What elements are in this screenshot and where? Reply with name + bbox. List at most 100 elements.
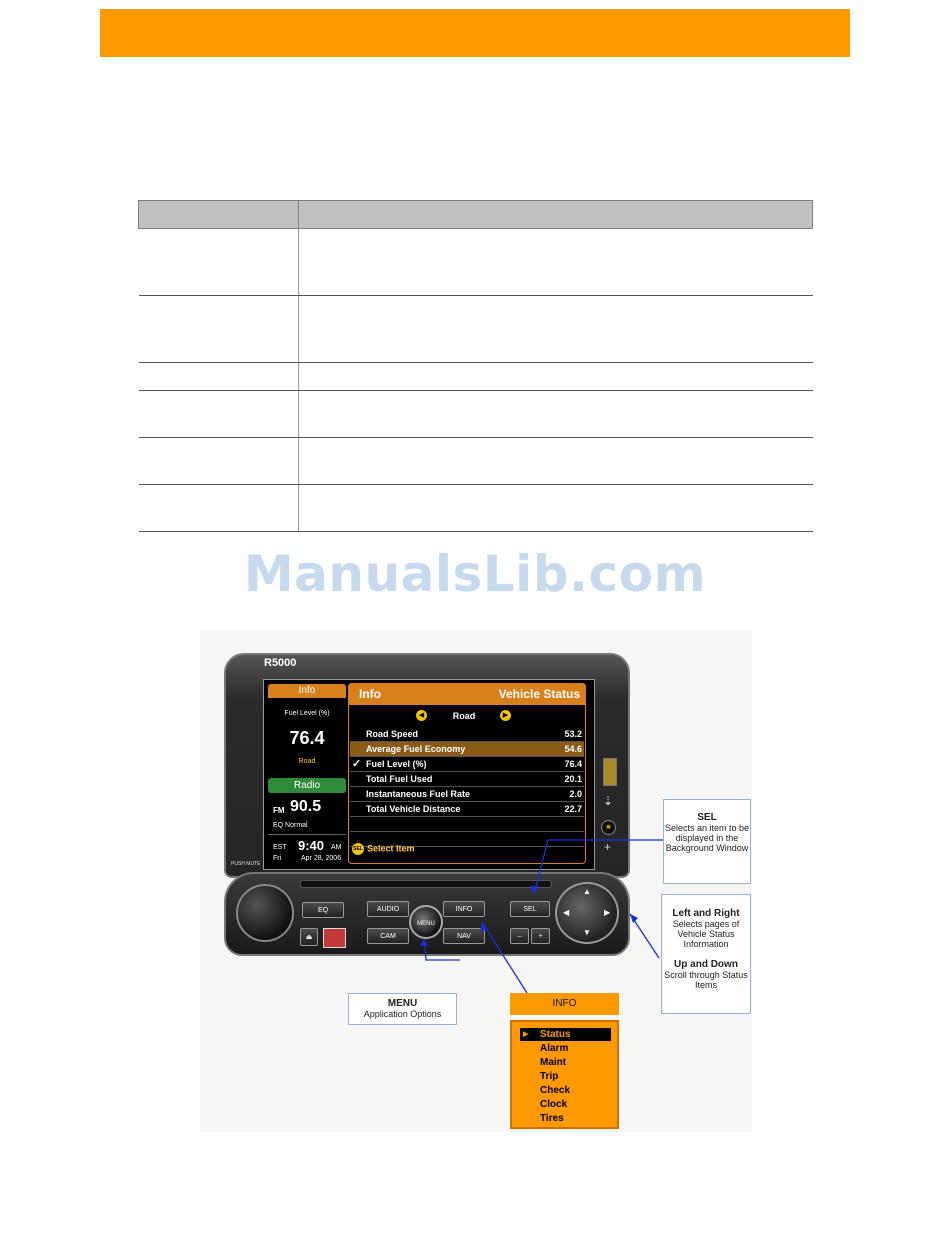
- status-row-empty: [350, 817, 584, 832]
- left-radio-tab[interactable]: Radio: [268, 778, 346, 793]
- status-row-value: 54.6: [564, 744, 582, 754]
- header-bar: [100, 9, 850, 57]
- dpad-up-icon[interactable]: ▲: [583, 887, 591, 896]
- plus-button[interactable]: +: [531, 928, 550, 944]
- info-menu: ▶Status Alarm Maint Trip Check Clock Tir…: [510, 1020, 619, 1129]
- dpad[interactable]: ▲ ▼ ◀ ▶: [555, 882, 619, 944]
- sd-card-icon: ■: [601, 820, 616, 835]
- sel-icon: SEL: [352, 843, 364, 855]
- push-mute-label: PUSH MUTE: [231, 861, 261, 867]
- clock-time: 9:40: [298, 838, 325, 853]
- status-list: Road Speed 53.2 Average Fuel Economy 54.…: [350, 727, 584, 847]
- eq-button[interactable]: EQ: [302, 902, 344, 918]
- table-cell: [138, 390, 299, 438]
- vehicle-status-header: Info Vehicle Status: [348, 683, 586, 705]
- left-fuel-value: 76.4: [289, 728, 325, 748]
- info-menu-item-clock[interactable]: Clock: [520, 1098, 611, 1111]
- status-row-name: Total Fuel Used: [366, 774, 433, 784]
- eject-icon[interactable]: ⏏: [300, 928, 318, 946]
- left-fuel-label: Fuel Level (%): [284, 710, 330, 717]
- left-info-tab[interactable]: Info: [268, 684, 346, 698]
- status-row-value: 2.0: [569, 789, 582, 799]
- info-menu-item-label: Maint: [540, 1057, 567, 1068]
- status-row-value: 22.7: [564, 804, 582, 814]
- volume-knob[interactable]: [236, 884, 294, 942]
- page-prev-arrow-icon[interactable]: ◀: [416, 710, 427, 721]
- pointer-icon: ▶: [523, 1031, 529, 1038]
- menu-button[interactable]: MENU: [409, 905, 443, 939]
- info-menu-item-label: Trip: [540, 1071, 559, 1082]
- menu-callout-title: MENU: [387, 998, 418, 1009]
- status-row-name: Fuel Level (%): [366, 759, 427, 769]
- status-row[interactable]: Total Vehicle Distance 22.7: [350, 802, 584, 817]
- table-row: [138, 484, 813, 532]
- info-menu-item-trip[interactable]: Trip: [520, 1070, 611, 1083]
- minus-button[interactable]: –: [510, 928, 529, 944]
- radio-frequency: 90.5: [290, 798, 322, 815]
- ud-callout-title: Up and Down: [674, 959, 738, 970]
- ud-callout-text: Scroll through Status Items: [664, 970, 748, 990]
- status-row[interactable]: Road Speed 53.2: [350, 727, 584, 742]
- spec-table: [138, 200, 813, 532]
- info-menu-title: INFO: [510, 993, 619, 1015]
- table-row: [138, 228, 813, 296]
- left-divider: [268, 834, 346, 835]
- info-menu-item-label: Tires: [540, 1113, 564, 1124]
- usb-port: [603, 758, 617, 786]
- status-row-checked[interactable]: ✓ Fuel Level (%) 76.4: [350, 757, 584, 772]
- info-button[interactable]: INFO: [443, 901, 485, 917]
- table-header-cell: [298, 200, 813, 229]
- clock-timezone: EST: [273, 844, 287, 851]
- info-menu-item-alarm[interactable]: Alarm: [520, 1042, 611, 1055]
- info-menu-item-label: Clock: [540, 1099, 568, 1110]
- info-menu-item-tires[interactable]: Tires: [520, 1112, 611, 1125]
- nav-button[interactable]: NAV: [443, 928, 485, 944]
- power-button[interactable]: [323, 928, 346, 948]
- table-header-cell: [138, 200, 299, 229]
- watermark: ManualsLib.com: [243, 545, 707, 603]
- table-row: [138, 295, 813, 363]
- status-row-name: Instantaneous Fuel Rate: [366, 789, 471, 799]
- table-cell: [298, 390, 813, 438]
- table-cell: [138, 295, 299, 363]
- info-menu-item-label: Alarm: [540, 1043, 569, 1054]
- table-cell: [298, 484, 813, 532]
- table-cell: [138, 437, 299, 485]
- cam-button[interactable]: CAM: [367, 928, 409, 944]
- info-menu-item-maint[interactable]: Maint: [520, 1056, 611, 1069]
- dpad-right-icon[interactable]: ▶: [604, 908, 611, 917]
- audio-button[interactable]: AUDIO: [367, 901, 409, 917]
- status-row-value: 53.2: [564, 729, 582, 739]
- info-menu-item-label: Check: [540, 1085, 571, 1096]
- radio-eq: EQ Normal: [273, 822, 308, 829]
- sel-callout-title: SEL: [697, 812, 717, 823]
- table-cell: [298, 362, 813, 391]
- menu-callout-text: Application Options: [363, 1009, 442, 1019]
- table-row: [138, 362, 813, 391]
- clock-ampm: AM: [331, 844, 342, 851]
- select-item-label: Select Item: [367, 843, 415, 854]
- table-header-row: [138, 200, 813, 229]
- status-row-value: 76.4: [564, 759, 582, 769]
- page-name: Road: [452, 711, 476, 721]
- info-menu-item-status[interactable]: ▶Status: [520, 1028, 611, 1041]
- table-cell: [298, 295, 813, 363]
- table-cell: [298, 437, 813, 485]
- status-row-name: Average Fuel Economy: [366, 744, 466, 754]
- plus-icon: +: [604, 840, 612, 854]
- status-row[interactable]: Instantaneous Fuel Rate 2.0: [350, 787, 584, 802]
- dpad-left-icon[interactable]: ◀: [563, 908, 570, 917]
- status-row-name: Road Speed: [366, 729, 419, 739]
- page-next-arrow-icon[interactable]: ▶: [500, 710, 511, 721]
- status-row[interactable]: Total Fuel Used 20.1: [350, 772, 584, 787]
- nav-callout: Left and Right Selects pages of Vehicle …: [661, 894, 751, 1014]
- status-row-highlighted[interactable]: Average Fuel Economy 54.6: [350, 742, 584, 757]
- info-menu-item-check[interactable]: Check: [520, 1084, 611, 1097]
- dpad-down-icon[interactable]: ▼: [583, 928, 591, 937]
- table-cell: [298, 228, 813, 296]
- sel-button[interactable]: SEL: [510, 901, 550, 917]
- lr-callout-text: Selects pages of Vehicle Status Informat…: [672, 919, 740, 949]
- lr-callout-title: Left and Right: [672, 908, 740, 919]
- disc-slot: [300, 880, 552, 888]
